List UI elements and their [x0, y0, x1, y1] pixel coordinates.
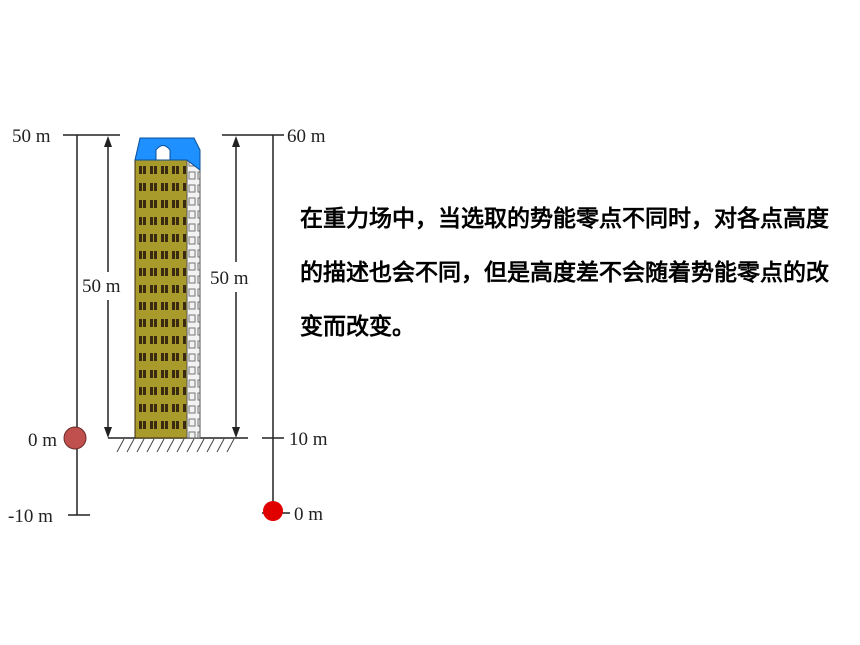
right-top-label: 60 m	[287, 126, 326, 147]
building-side	[186, 158, 201, 439]
right-mid-label: 10 m	[289, 429, 328, 450]
left-bottom-label: -10 m	[8, 506, 53, 527]
left-height-label: 50 m	[82, 276, 121, 297]
right-scale: 60 m 10 m 0 m	[222, 126, 328, 525]
left-scale: 50 m 0 m -10 m	[8, 126, 120, 527]
right-bottom-label: 0 m	[294, 504, 323, 525]
left-height-dimension: 50 m	[82, 136, 121, 438]
left-top-label: 50 m	[12, 126, 51, 147]
right-zero-marker	[263, 501, 283, 521]
building-front	[134, 159, 188, 439]
right-height-label: 50 m	[210, 268, 249, 289]
ground-hatching	[116, 438, 235, 453]
description-text: 在重力场中，当选取的势能零点不同时，对各点高度的描述也会不同，但是高度差不会随着…	[300, 206, 829, 340]
building	[108, 137, 248, 453]
left-zero-marker	[63, 426, 87, 450]
right-height-dimension: 50 m	[210, 136, 249, 438]
roof-arch	[155, 145, 171, 161]
left-zero-label: 0 m	[28, 430, 57, 451]
